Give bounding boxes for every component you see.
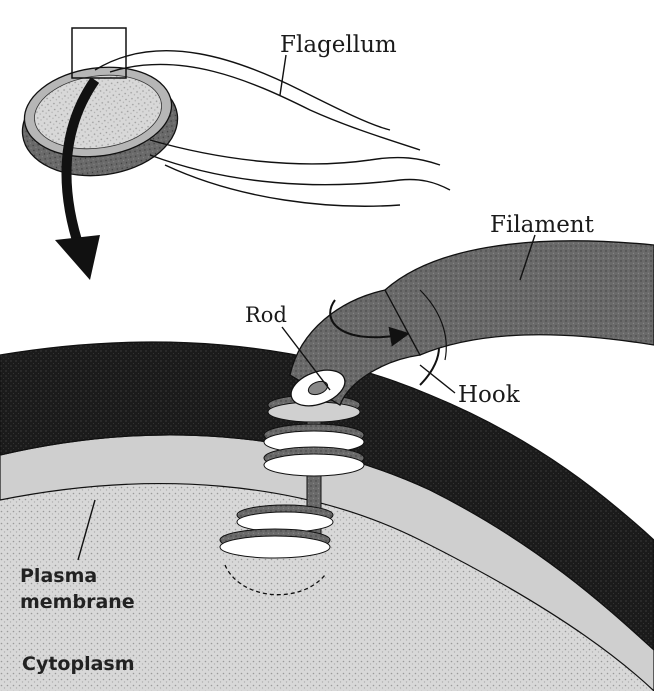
flagellum-leader (280, 55, 286, 95)
label-filament: Filament (490, 212, 595, 238)
label-rod: Rod (245, 303, 287, 327)
filament (385, 241, 654, 355)
label-cytoplasm: Cytoplasm (22, 653, 135, 675)
label-membrane: membrane (20, 591, 135, 613)
label-flagellum: Flagellum (280, 32, 397, 58)
label-plasma: Plasma (20, 565, 97, 587)
label-hook: Hook (458, 382, 521, 408)
